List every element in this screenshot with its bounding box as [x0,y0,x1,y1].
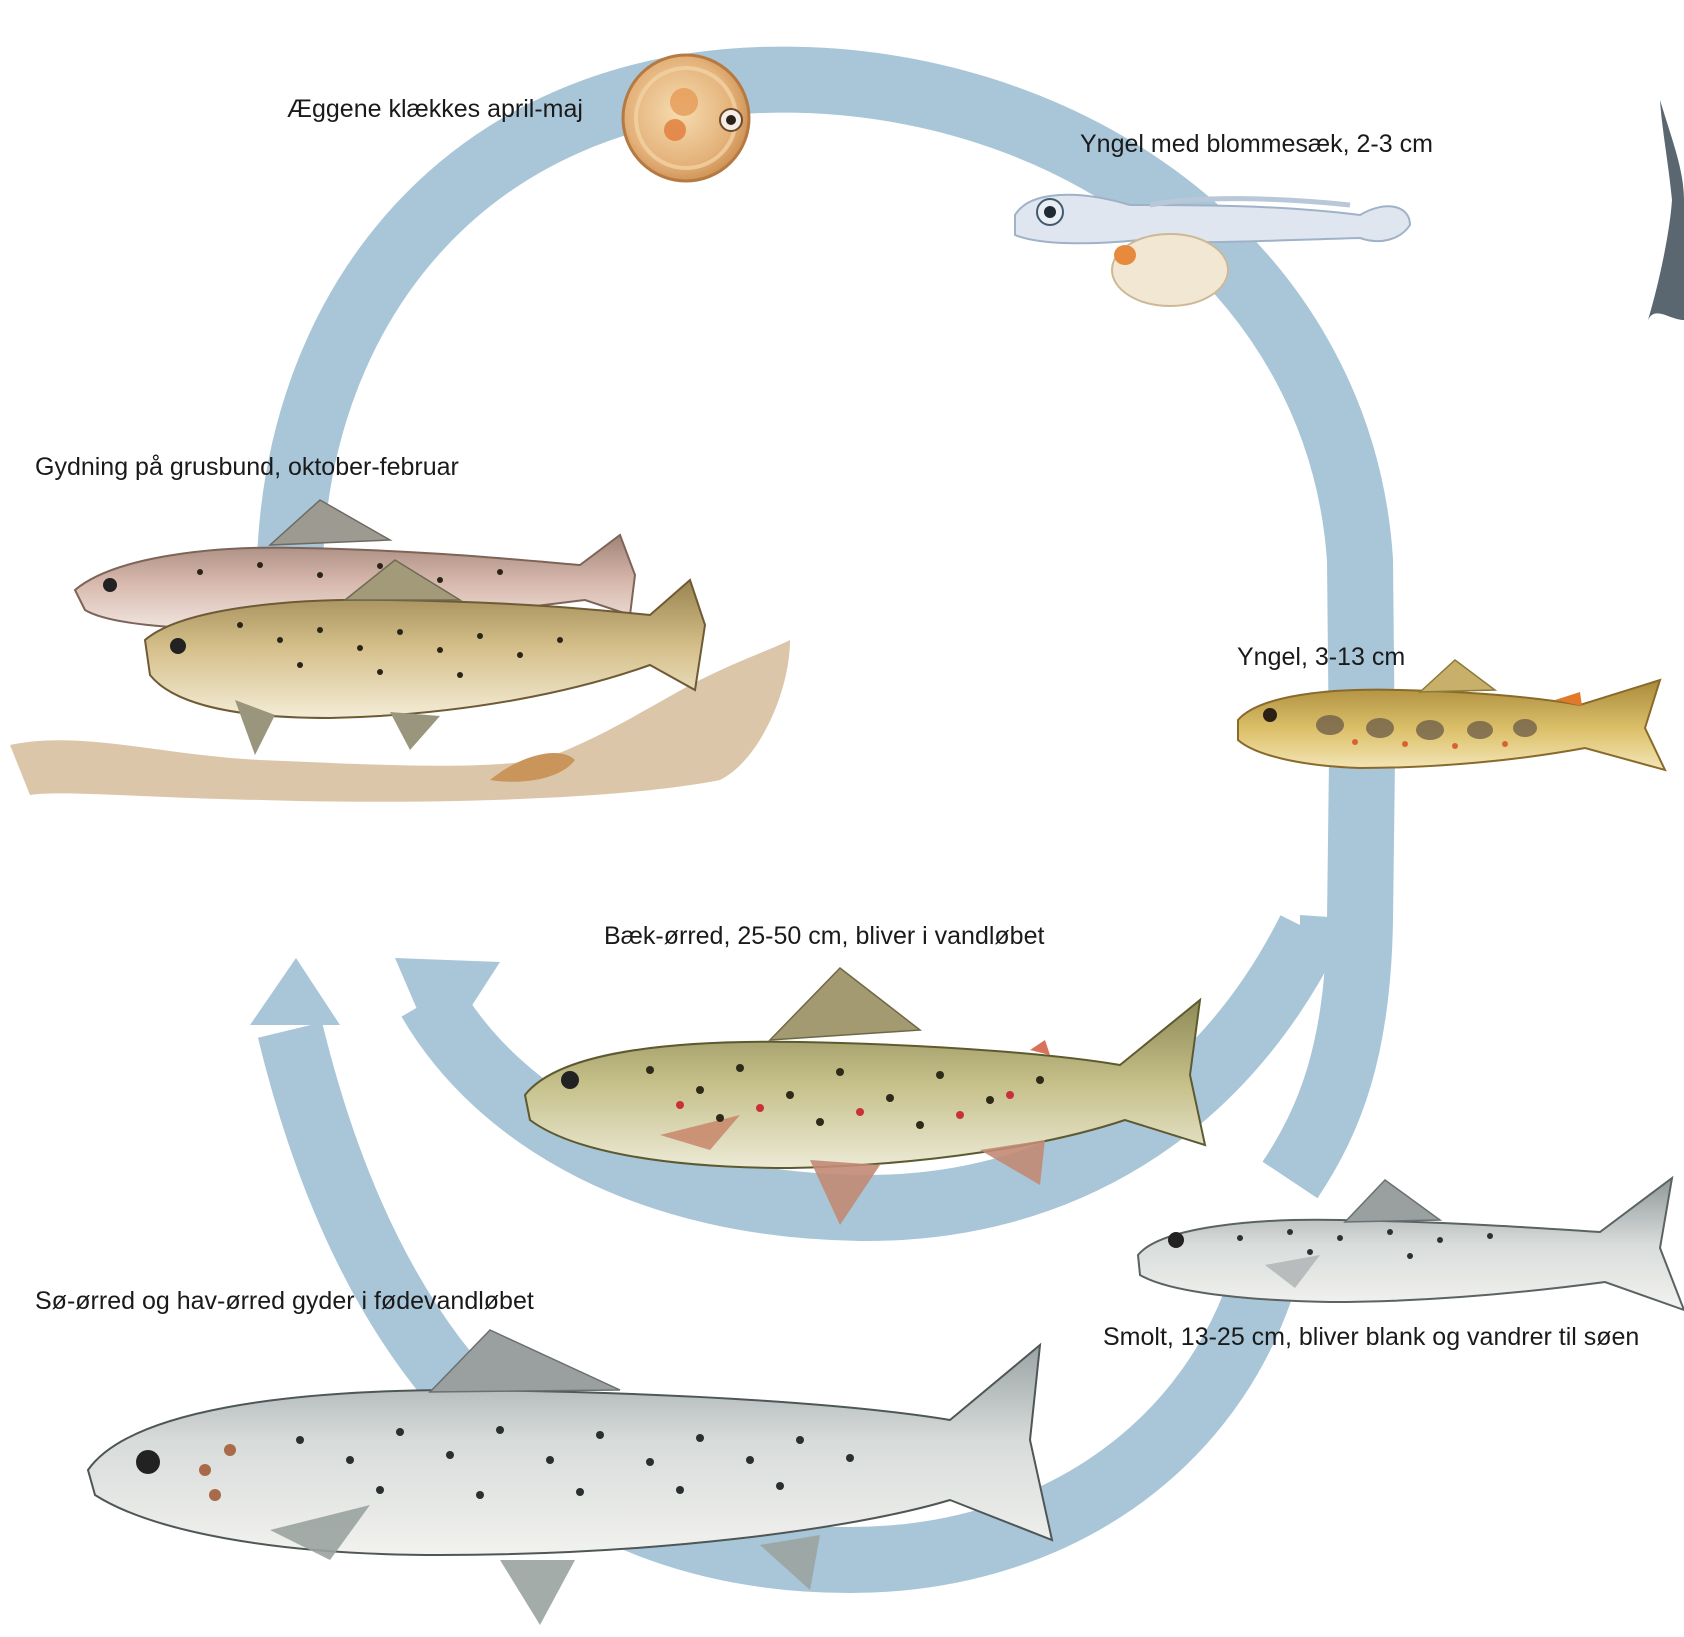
smolt-label: Smolt, 13-25 cm, bliver blank og vandrer… [1103,1323,1639,1352]
brown-trout-label: Bæk-ørred, 25-50 cm, bliver i vandløbet [604,922,1044,951]
fry-label: Yngel, 3-13 cm [1237,643,1405,672]
smolt-illustration [1138,1178,1684,1310]
trout-fry-illustration [1238,660,1665,770]
dark-fish-illustration [1648,100,1684,320]
spawning-label: Gydning på grusbund, oktober-februar [35,453,459,482]
sea-trout-loop-arrowhead [250,958,340,1025]
alevin-label: Yngel med blommesæk, 2-3 cm [1080,130,1433,159]
alevin-illustration [1015,195,1410,306]
sea-trout-label: Sø-ørred og hav-ørred gyder i fødevandlø… [35,1287,534,1316]
spawning-trout-pair-illustration [10,500,790,802]
trout-egg-icon [623,55,749,181]
eggs-label: Æggene klækkes april-maj [287,95,583,124]
